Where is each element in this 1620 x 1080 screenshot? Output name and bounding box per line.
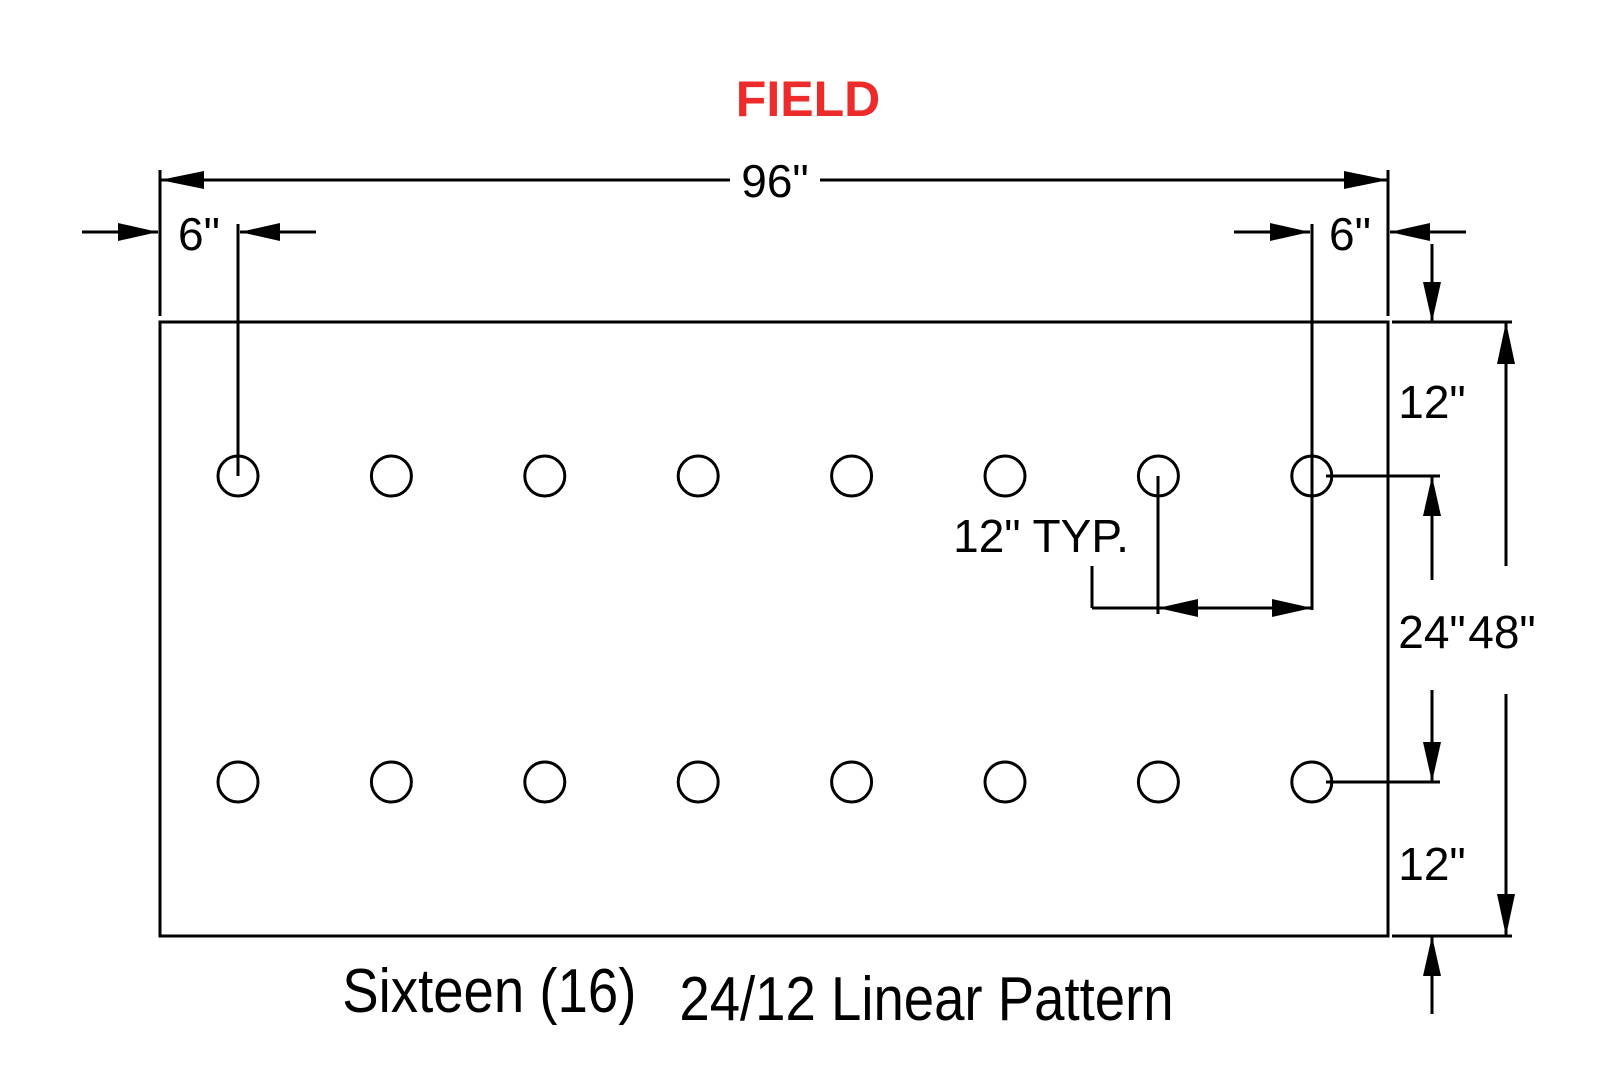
top-offset-dimension: 12" — [1398, 244, 1466, 428]
arrowhead — [1344, 171, 1388, 189]
arrowhead — [160, 171, 204, 189]
hole-spacing-dimension: 12" TYP. — [953, 476, 1312, 617]
hole-r1-c2 — [369, 454, 413, 498]
hole-r2-c2 — [369, 760, 413, 804]
pattern-caption-name: 24/12 Linear Pattern — [679, 965, 1173, 1034]
hole-r2-c5 — [830, 760, 874, 804]
hole-r1-c6 — [983, 454, 1027, 498]
arrowhead — [1423, 476, 1441, 516]
arrowhead — [1497, 894, 1515, 936]
hole-r2-c6 — [983, 760, 1027, 804]
arrowhead — [1423, 742, 1441, 782]
top-offset-label: 12" — [1398, 376, 1466, 428]
hole-r1-c4 — [676, 454, 720, 498]
hole-r2-c8 — [1290, 760, 1334, 804]
hole-r1-c5 — [830, 454, 874, 498]
hole-r2-c7 — [1136, 760, 1180, 804]
left-offset-dimension: 6" — [82, 208, 316, 476]
arrowhead — [1158, 599, 1198, 617]
overall-height-dimension: 48" — [1468, 322, 1536, 936]
row-spacing-label: 24" — [1398, 606, 1466, 658]
arrowhead — [240, 223, 280, 241]
panel-outline — [158, 320, 1390, 938]
left-offset-label: 6" — [178, 208, 220, 260]
hole-pattern — [216, 454, 1334, 804]
overall-width-dimension: 96" — [158, 155, 1390, 316]
arrowhead — [1423, 936, 1441, 976]
hole-spacing-label: 12" TYP. — [953, 510, 1129, 562]
overall-height-label: 48" — [1468, 606, 1536, 658]
row-spacing-dimension: 24" — [1398, 476, 1466, 782]
bottom-offset-dimension: 12" — [1398, 838, 1466, 1014]
arrowhead — [1272, 599, 1312, 617]
hole-r2-c3 — [523, 760, 567, 804]
right-offset-dimension: 6" — [1234, 208, 1466, 610]
hole-r2-c1 — [216, 760, 260, 804]
bottom-offset-label: 12" — [1398, 838, 1466, 890]
pattern-caption-count: Sixteen (16) — [342, 957, 636, 1026]
arrowhead — [118, 223, 158, 241]
field-heading: FIELD — [736, 71, 880, 127]
overall-width-label: 96" — [741, 155, 809, 207]
right-offset-label: 6" — [1329, 208, 1371, 260]
arrowhead — [1423, 282, 1441, 322]
arrowhead — [1270, 223, 1310, 241]
arrowhead — [1390, 223, 1430, 241]
hole-r2-c4 — [676, 760, 720, 804]
arrowhead — [1497, 322, 1515, 364]
hole-r1-c3 — [523, 454, 567, 498]
